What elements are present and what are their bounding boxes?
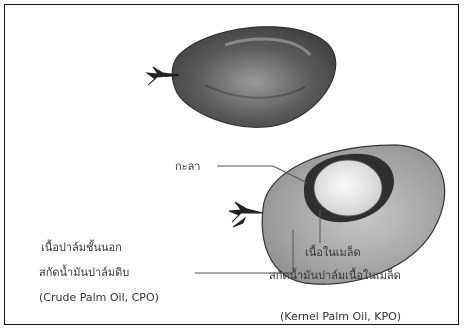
mesocarp-label: เนื้อปาล์มชั้นนอก xyxy=(41,241,122,254)
shell-label: กะลา xyxy=(175,160,201,173)
kpo-extract-label: สกัดน้ำมันปาล์มเนื้อในเมล็ด xyxy=(269,269,401,282)
figure-frame: กะลา เนื้อปาล์มชั้นนอก สกัดน้ำมันปาล์มดิ… xyxy=(4,4,459,325)
cut-fruit xyxy=(262,145,444,284)
cpo-name-label: (Crude Palm Oil, CPO) xyxy=(39,291,159,304)
cpo-extract-label: สกัดน้ำมันปาล์มดิบ xyxy=(39,266,129,279)
cut-fruit-stalk xyxy=(229,202,263,227)
kernel xyxy=(314,160,382,216)
whole-fruit xyxy=(172,27,336,128)
kpo-name-label: (Kernel Palm Oil, KPO) xyxy=(280,310,401,323)
kernel-label: เนื้อในเมล็ด xyxy=(305,246,361,259)
